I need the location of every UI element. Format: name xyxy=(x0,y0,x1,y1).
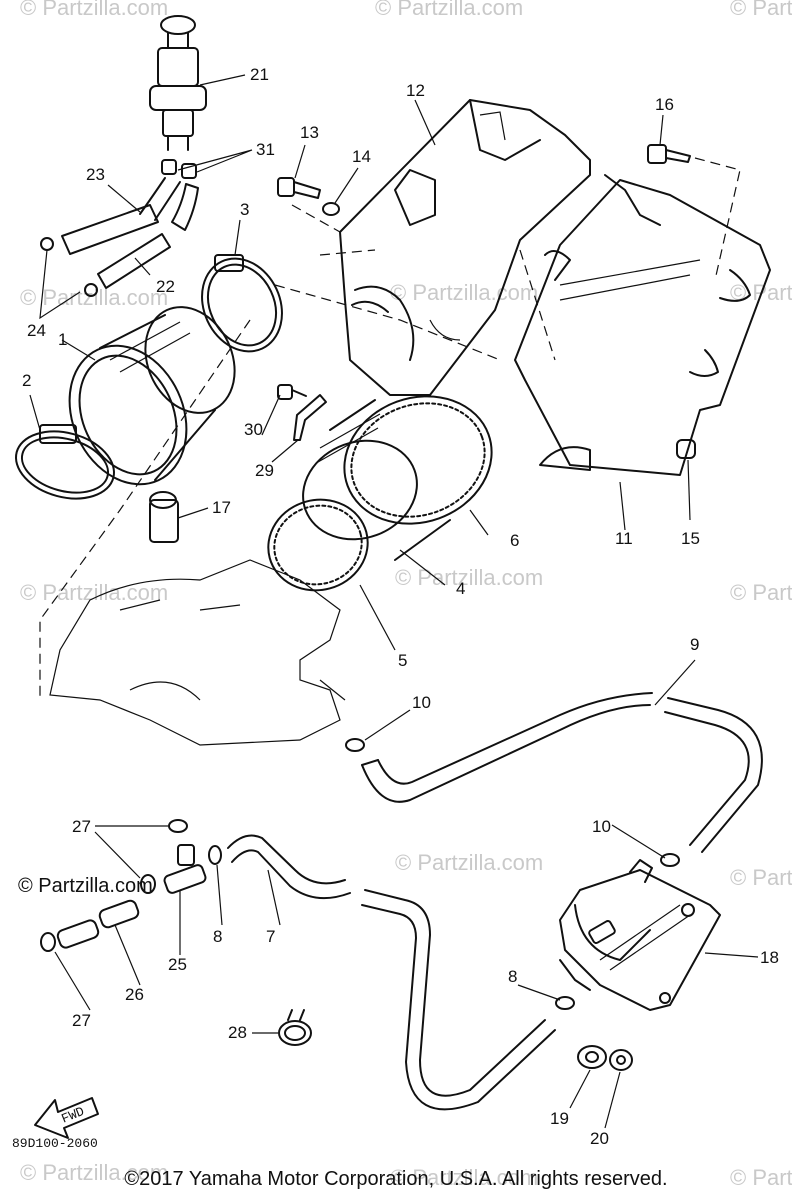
part-31-clamps[interactable] xyxy=(161,159,197,179)
part-9-hose[interactable] xyxy=(361,692,763,853)
part-25-joint[interactable] xyxy=(163,844,207,894)
callout-27: 27 xyxy=(72,1011,91,1030)
watermark: © Partzilla.com xyxy=(730,580,792,605)
part-8-clip[interactable] xyxy=(555,996,575,1010)
callout-18: 18 xyxy=(760,948,779,967)
engine-outline xyxy=(49,559,346,746)
callout-5: 5 xyxy=(398,651,407,670)
callout-13: 13 xyxy=(300,123,319,142)
part-15-nut[interactable] xyxy=(676,439,696,459)
watermark: © Partzilla.com xyxy=(390,1165,538,1190)
watermark: © Partzilla.com xyxy=(20,0,168,20)
part-7-hose[interactable] xyxy=(227,834,556,1111)
part-27-clip[interactable] xyxy=(40,819,188,952)
watermark: © Partzilla.com xyxy=(395,565,543,590)
watermark: © Partzilla.com xyxy=(730,1165,792,1190)
diagram-code: 89D100-2060 xyxy=(12,1136,98,1151)
callouts: 21 31 23 22 24 3 1 2 12 13 14 16 15 11 6… xyxy=(22,65,779,1148)
callout-8: 8 xyxy=(213,927,222,946)
callout-9: 9 xyxy=(690,635,699,654)
part-11-air-cleaner-cover[interactable] xyxy=(514,174,771,476)
watermark: © Partzilla.com xyxy=(20,1160,168,1185)
callout-22: 22 xyxy=(156,277,175,296)
assembly-lines xyxy=(39,157,741,700)
callout-3: 3 xyxy=(240,200,249,219)
watermark: © Partzilla.com xyxy=(20,285,168,310)
part-30-screw[interactable] xyxy=(277,384,307,400)
callout-24: 24 xyxy=(27,321,46,340)
part-29-bracket[interactable] xyxy=(293,394,327,441)
callout-2: 2 xyxy=(22,371,31,390)
callout-23: 23 xyxy=(86,165,105,184)
callout-11: 11 xyxy=(615,529,633,548)
part-1-carburetor-joint[interactable] xyxy=(48,292,252,503)
part-3-band[interactable] xyxy=(187,245,296,364)
part-23-hose[interactable] xyxy=(61,177,181,255)
part-14-washer[interactable] xyxy=(322,202,340,216)
callout-12: 12 xyxy=(406,81,425,100)
part-5-o-ring[interactable] xyxy=(258,489,378,602)
part-22-hose[interactable] xyxy=(97,183,199,289)
part-2-band[interactable] xyxy=(8,421,121,509)
callout-10: 10 xyxy=(592,817,611,836)
part-20-collar[interactable] xyxy=(609,1049,633,1071)
part-17-cap[interactable] xyxy=(149,491,179,543)
part-16-bolt[interactable] xyxy=(647,144,691,164)
part-18-fuel-pump[interactable] xyxy=(559,859,721,1011)
callout-20: 20 xyxy=(590,1129,609,1148)
part-13-bolt[interactable] xyxy=(277,177,321,199)
callout-28: 28 xyxy=(228,1023,247,1042)
callout-26: 26 xyxy=(125,985,144,1004)
callout-27: 27 xyxy=(72,817,91,836)
callout-17: 17 xyxy=(212,498,231,517)
part-21-breather-valve[interactable] xyxy=(149,15,207,151)
callout-19: 19 xyxy=(550,1109,569,1128)
watermark: © Partzilla.com xyxy=(375,0,523,20)
watermark: © Partzilla.com xyxy=(730,865,792,890)
callout-29: 29 xyxy=(255,461,274,480)
callout-16: 16 xyxy=(655,95,674,114)
part-12-air-cleaner-case[interactable] xyxy=(339,99,591,396)
leader-lines xyxy=(29,74,759,1129)
watermark: © Partzilla.com xyxy=(395,850,543,875)
callout-14: 14 xyxy=(352,147,371,166)
copyright-notice: ©2017 Yamaha Motor Corporation, U.S.A. A… xyxy=(124,1168,668,1190)
fwd-arrow-icon: FWD xyxy=(34,1097,99,1139)
callout-8: 8 xyxy=(508,967,517,986)
callout-6: 6 xyxy=(510,531,519,550)
part-8-clip[interactable] xyxy=(208,845,222,865)
part-26-hose[interactable] xyxy=(56,899,140,949)
part-19-grommet[interactable] xyxy=(577,1045,607,1069)
callout-1: 1 xyxy=(58,330,67,349)
callout-7: 7 xyxy=(266,927,275,946)
watermark: © Partzilla.com xyxy=(390,280,538,305)
brand-label: © Partzilla.com xyxy=(18,875,153,897)
watermark: © Partzilla.com xyxy=(730,0,792,20)
part-6-air-cleaner-joint[interactable] xyxy=(289,376,510,561)
callout-30: 30 xyxy=(244,420,263,439)
part-10-clip[interactable] xyxy=(660,853,680,867)
callout-25: 25 xyxy=(168,955,187,974)
callout-21: 21 xyxy=(250,65,269,84)
watermarks: © Partzilla.com © Partzilla.com © Partzi… xyxy=(20,0,792,1190)
callout-31: 31 xyxy=(256,140,275,159)
part-28-clip[interactable] xyxy=(278,1009,312,1046)
part-10-clip[interactable] xyxy=(345,738,365,752)
watermark: © Partzilla.com xyxy=(20,580,168,605)
fwd-label: FWD xyxy=(59,1104,87,1127)
callout-10: 10 xyxy=(412,693,431,712)
callout-15: 15 xyxy=(681,529,700,548)
callout-4: 4 xyxy=(456,579,465,598)
